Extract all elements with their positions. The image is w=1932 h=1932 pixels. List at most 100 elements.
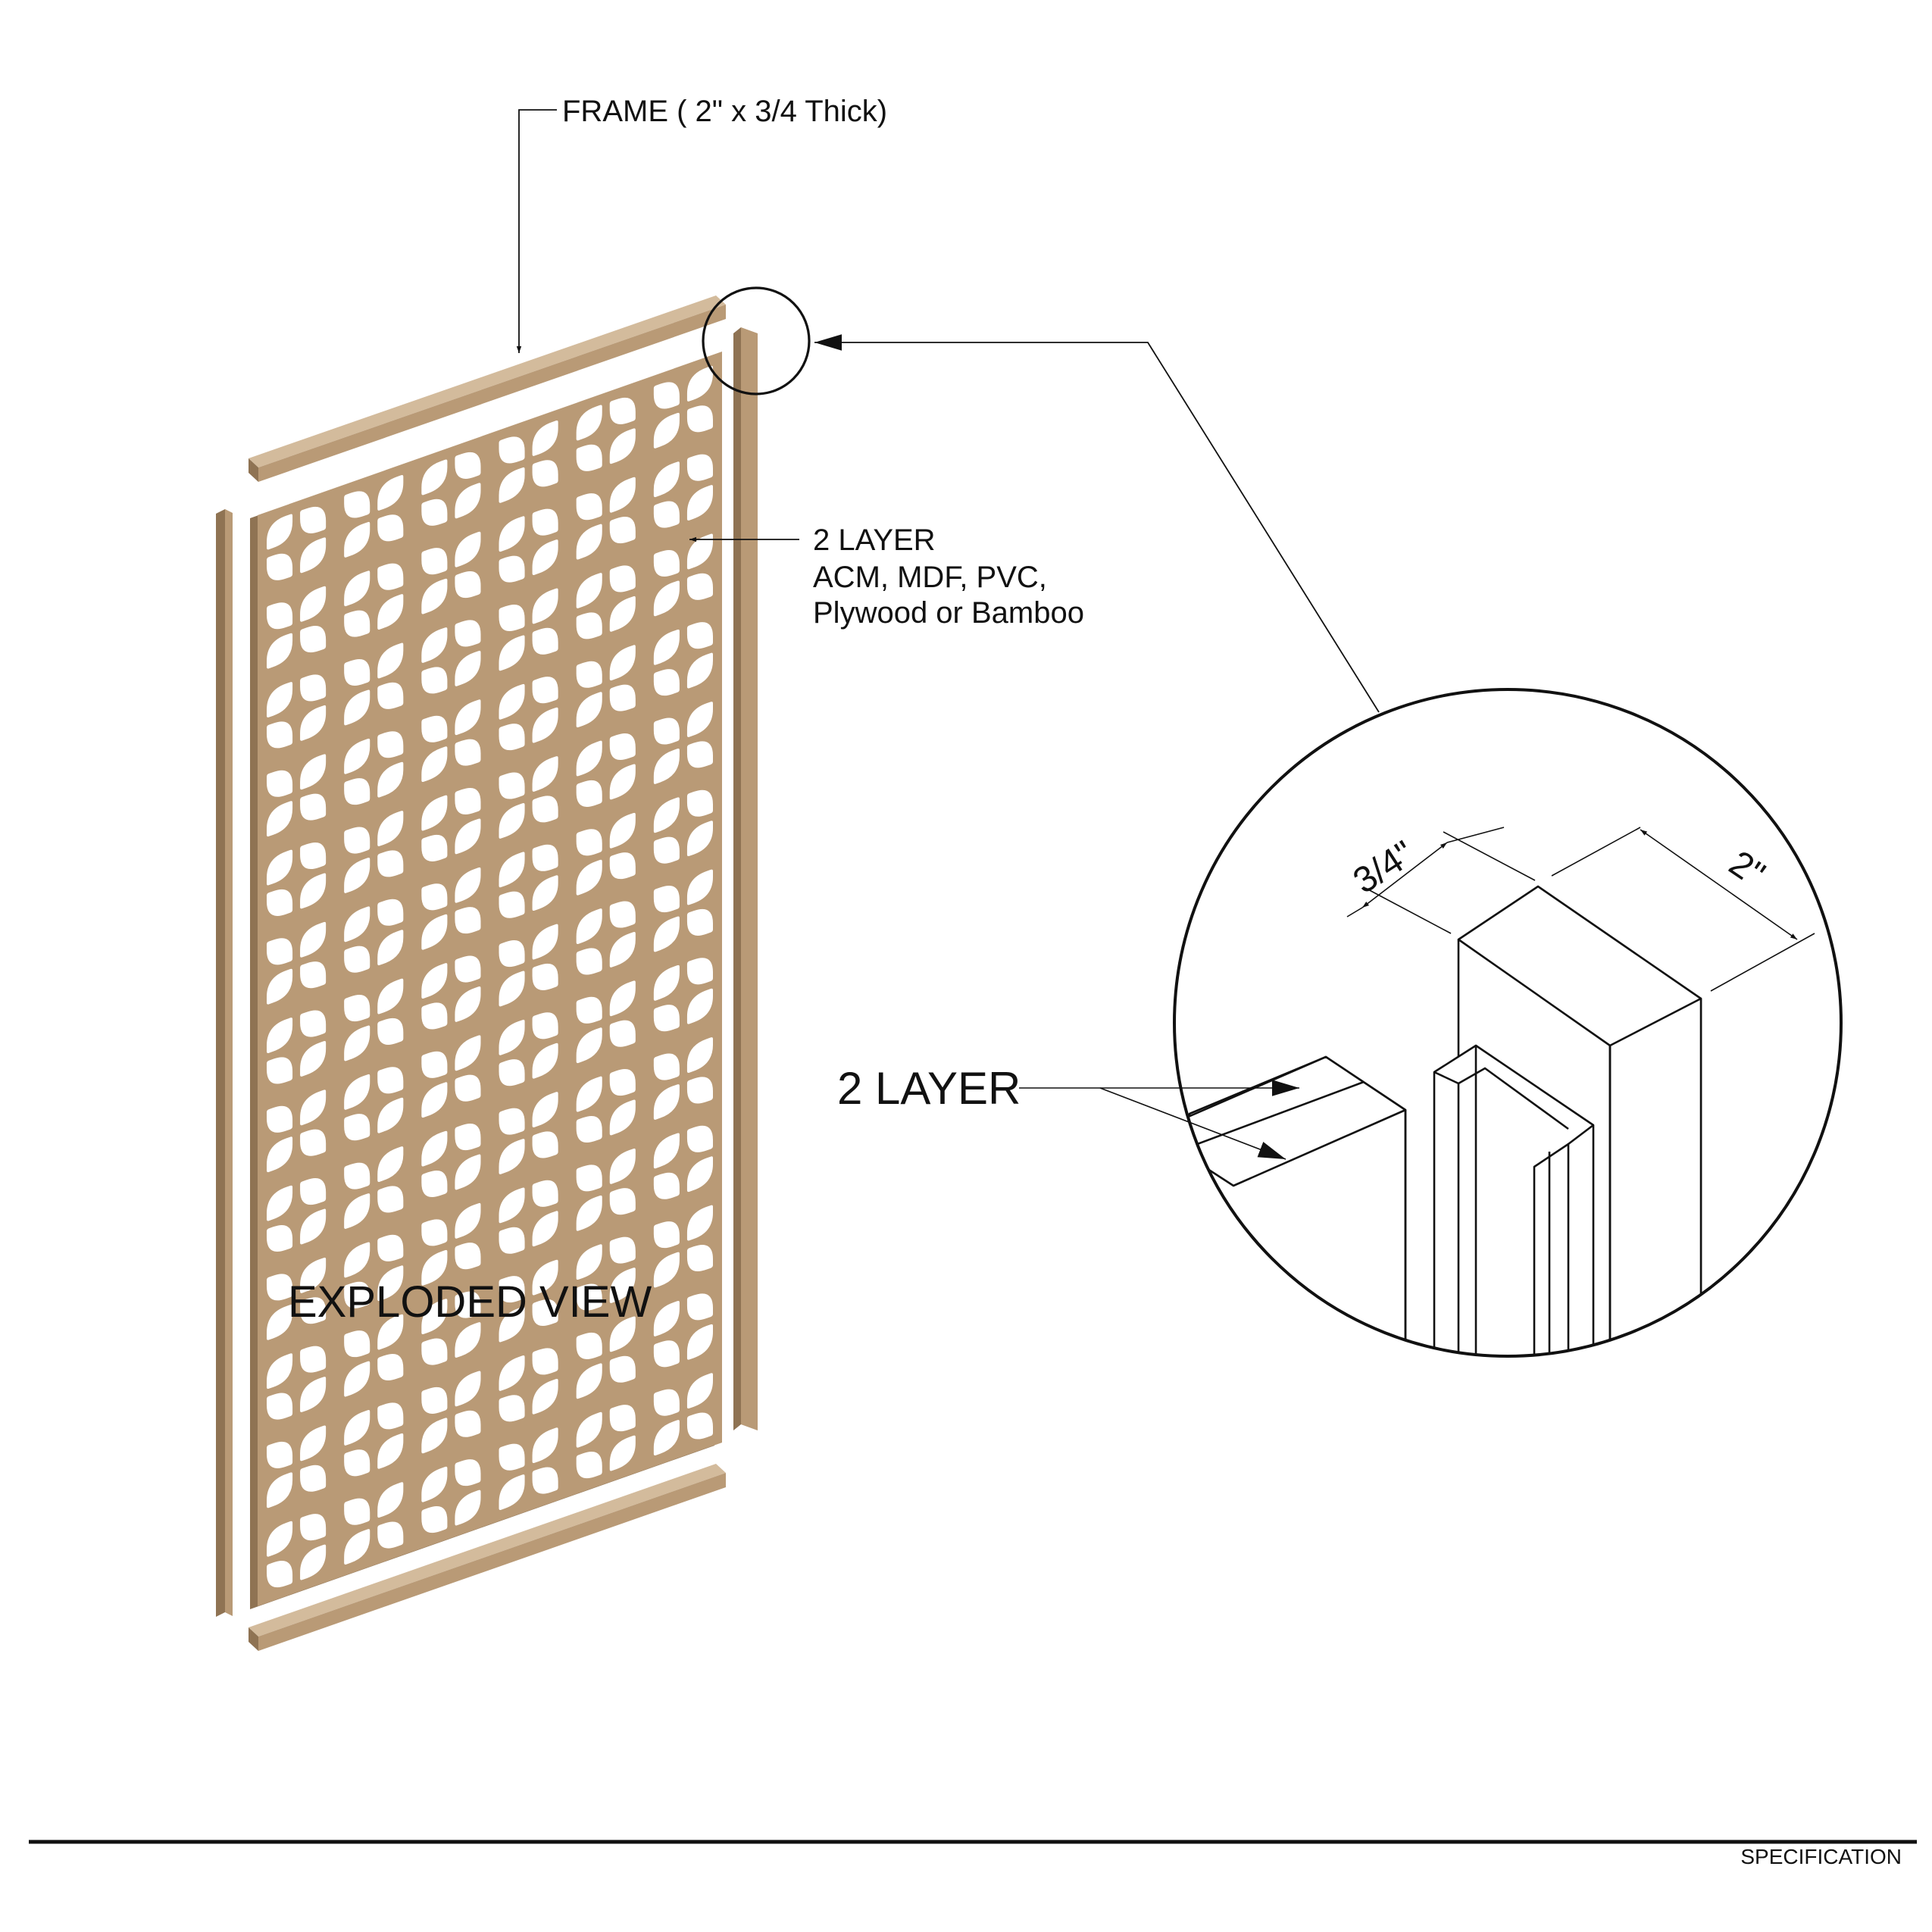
panel-cutout <box>421 1459 481 1533</box>
panel-cutout <box>576 1069 636 1143</box>
dim-width <box>1551 827 1815 992</box>
panel-cutout <box>576 1405 636 1479</box>
panel-cutout <box>421 955 481 1030</box>
panel-cutout <box>499 588 558 671</box>
panel-cutout <box>653 533 713 617</box>
panel-cutout <box>576 901 636 975</box>
panel-cutout <box>653 789 713 864</box>
panel-cutout <box>267 1346 327 1420</box>
panel-cutout <box>344 1402 404 1477</box>
panel-cutout <box>421 1371 481 1454</box>
panel-cutout <box>267 506 327 580</box>
panel-layer-label: 2 LAYER <box>813 524 936 557</box>
panel-cutout <box>499 508 558 583</box>
panel-cutout <box>653 622 713 696</box>
panel-cutout <box>653 869 713 952</box>
panel-cutout <box>267 1010 327 1084</box>
dim-width-label: 2" <box>1722 843 1772 895</box>
detail-view: 3/4" 2" 2 LAYER <box>837 688 1843 1358</box>
panel-cutout <box>576 645 636 728</box>
view-title: EXPLODED VIEW <box>288 1277 652 1327</box>
exploded-view: FRAME ( 2" x 3/4 Thick) 2 LAYER ACM, MDF… <box>216 95 1380 1651</box>
panel-cutout <box>267 842 327 916</box>
panel-cutout <box>576 812 636 896</box>
panel-cutout <box>344 563 404 637</box>
frame-stile-right <box>733 327 758 1430</box>
panel-cutout <box>344 731 404 805</box>
panel-cutout <box>499 924 558 1007</box>
panel-cutout <box>344 1067 404 1141</box>
panel-cutout <box>576 397 636 471</box>
panel-cutout <box>499 1427 558 1510</box>
panel-cutout <box>421 1291 481 1365</box>
panel-cutout <box>653 1125 713 1199</box>
dim-thickness <box>1346 827 1536 934</box>
panel-cutout <box>421 620 481 694</box>
panel-material-label-2: Plywood or Bamboo <box>813 596 1084 630</box>
panel-cutout <box>576 733 636 807</box>
frame-callout: FRAME ( 2" x 3/4 Thick) <box>516 95 887 353</box>
panel-cutout <box>499 1180 558 1254</box>
panel-cutout <box>576 477 636 560</box>
panel-cutout <box>267 1425 327 1508</box>
detail-reference <box>702 286 1380 713</box>
panel-cutout <box>576 1316 636 1399</box>
panel-cutout <box>653 454 713 528</box>
panel-cutout <box>499 1012 558 1086</box>
frame-rail-top <box>249 295 726 482</box>
sheet-footer-label: SPECIFICATION <box>1740 1845 1902 1868</box>
detail-reference-circle <box>702 286 811 395</box>
panel-cutout <box>344 1234 404 1308</box>
frame-stile-left <box>216 509 233 1617</box>
panel-cutout <box>499 677 558 751</box>
decorative-panel <box>250 352 722 1609</box>
panel-callout: 2 LAYER ACM, MDF, PVC, Plywood or Bamboo <box>689 524 1084 630</box>
panel-cutout <box>653 702 713 784</box>
frame-rail-bottom <box>249 1464 726 1651</box>
panel-cutout <box>576 980 636 1064</box>
panel-cutout <box>421 867 481 950</box>
panel-cutout <box>499 420 558 503</box>
detail-layer-label: 2 LAYER <box>837 1063 1021 1114</box>
detail-panel-sheets <box>1174 1055 1407 1356</box>
panel-cutout <box>421 452 481 526</box>
panel-cutout <box>653 1373 713 1455</box>
panel-cutout <box>653 958 713 1032</box>
panel-cutout <box>344 642 404 726</box>
panel-cutout <box>267 1514 327 1588</box>
panel-cutout <box>344 1482 404 1565</box>
panel-cutout <box>576 1148 636 1231</box>
panel-cutout <box>499 1092 558 1174</box>
detail-circle <box>1173 688 1843 1358</box>
panel-cutout <box>499 756 558 839</box>
panel-cutout <box>267 1257 327 1340</box>
panel-cutout <box>267 674 327 749</box>
panel-cutout <box>344 811 404 893</box>
panel-cutout <box>267 1089 327 1173</box>
frame-label: FRAME ( 2" x 3/4 Thick) <box>562 95 887 128</box>
panel-material-label-1: ACM, MDF, PVC, <box>813 561 1047 594</box>
panel-cutout <box>499 1348 558 1422</box>
panel-cutout <box>421 787 481 861</box>
panel-cutout <box>421 531 481 614</box>
panel-cutout <box>344 475 404 558</box>
panel-cutout <box>421 1124 481 1198</box>
panel-cutout <box>653 365 713 449</box>
panel-cutout <box>576 565 636 639</box>
panel-cutout <box>344 1314 404 1397</box>
panel-cutout <box>267 586 327 669</box>
detail-layer-callout <box>1019 1080 1299 1160</box>
panel-cutout <box>653 1037 713 1120</box>
panel-cutout <box>653 1293 713 1368</box>
panel-cutout <box>421 1202 481 1286</box>
panel-cutout <box>576 1236 636 1311</box>
panel-cutout <box>499 1259 558 1343</box>
panel-cutout <box>267 1178 327 1252</box>
detail-u-channel <box>1433 1044 1595 1356</box>
panel-cutout <box>421 699 481 783</box>
panel-cutout <box>344 1146 404 1229</box>
dim-thickness-label: 3/4" <box>1346 833 1421 902</box>
panel-cutout <box>653 1205 713 1288</box>
panel-cutout <box>267 921 327 1005</box>
